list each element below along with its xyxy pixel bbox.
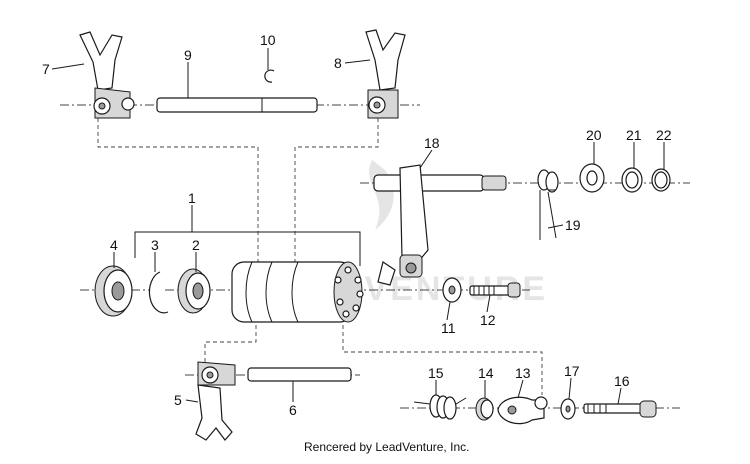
- callout-5: 5: [174, 392, 182, 408]
- callout-21: 21: [626, 127, 642, 143]
- callout-1: 1: [188, 190, 196, 206]
- callout-12: 12: [480, 312, 496, 328]
- part-7-shift-fork: [79, 31, 135, 119]
- part-18-gear-shift-shaft: [373, 164, 507, 286]
- callout-16: 16: [614, 373, 630, 389]
- part-11-washer: [442, 277, 462, 303]
- callout-20: 20: [586, 127, 602, 143]
- bracket-part-1: [134, 231, 361, 266]
- callout-3: 3: [151, 237, 159, 253]
- callout-11: 11: [441, 320, 456, 336]
- part-14-collar: [475, 397, 494, 421]
- part-20-washer: [579, 163, 605, 193]
- drum-pins: [334, 266, 364, 318]
- part-15-spring: [413, 394, 467, 420]
- part-9-shift-fork-shaft: [156, 97, 318, 113]
- part-17-washer: [560, 398, 576, 420]
- callout-14: 14: [478, 365, 494, 381]
- callout-labels: 1 2 3 4 5 6 7 8 9 10 11 12 13 14 15 16 1…: [42, 32, 672, 418]
- callout-13: 13: [515, 365, 531, 381]
- part-5-shift-fork: [195, 361, 236, 441]
- callout-4: 4: [110, 237, 118, 253]
- callout-15: 15: [428, 365, 444, 381]
- part-16-bolt: [583, 400, 657, 418]
- credit-text: Rencered by LeadVenture, Inc.: [304, 440, 469, 454]
- callout-17: 17: [564, 363, 580, 379]
- part-3-circlip: [148, 271, 169, 314]
- part-21-washer: [621, 167, 643, 193]
- part-1-shift-drum: [231, 261, 364, 323]
- callout-2: 2: [192, 237, 200, 253]
- callout-8: 8: [334, 55, 342, 71]
- callout-9: 9: [184, 47, 192, 63]
- part-8-shift-fork: [365, 29, 406, 119]
- callout-7: 7: [42, 61, 50, 77]
- part-22-washer: [651, 168, 671, 192]
- part-19-spring: [537, 169, 559, 240]
- part-10-circlip: [264, 69, 275, 83]
- part-2-bearing: [177, 268, 211, 314]
- leader-lines: [51, 48, 665, 405]
- part-6-shift-fork-shaft: [247, 367, 352, 382]
- callout-6: 6: [289, 402, 297, 418]
- part-13-stopper-plate: [497, 396, 548, 425]
- callout-19: 19: [565, 217, 581, 233]
- callout-18: 18: [424, 135, 440, 151]
- callout-22: 22: [656, 127, 672, 143]
- part-12-bolt: [469, 282, 521, 298]
- part-4-bearing: [94, 265, 133, 317]
- callout-10: 10: [260, 32, 276, 48]
